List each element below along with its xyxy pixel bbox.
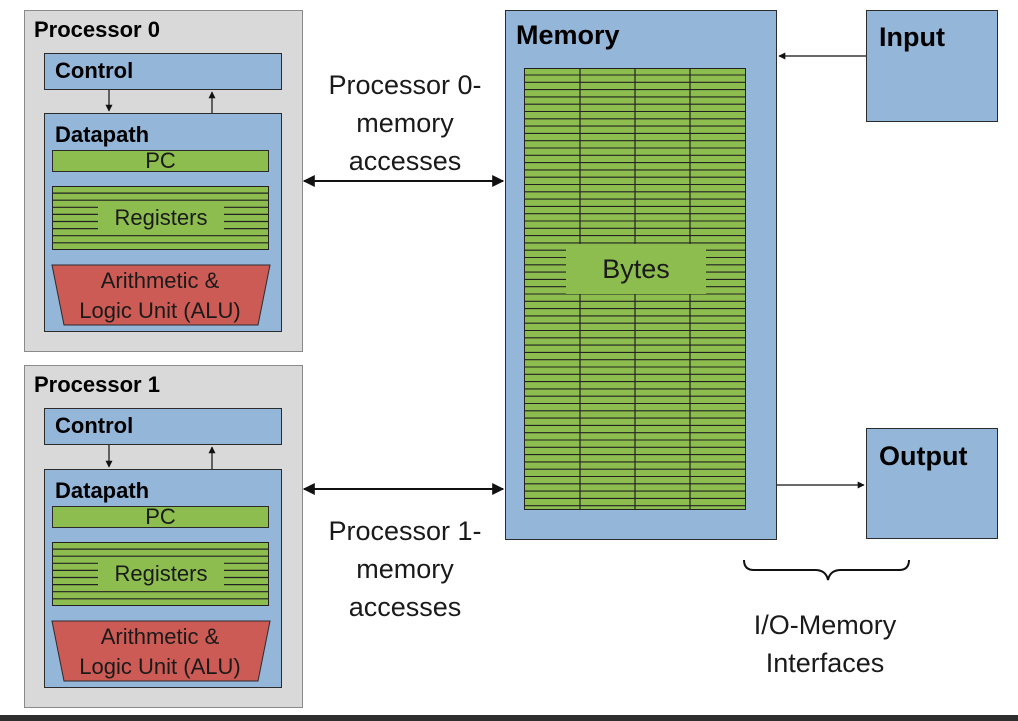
processor-0-alu	[51, 264, 271, 326]
io-memory-interfaces-label: I/O-Memory Interfaces	[700, 606, 950, 682]
memory-byte-array: Bytes	[524, 68, 746, 510]
processor-0-memory-label-line-3: accesses	[348, 146, 462, 176]
input-title: Input	[879, 22, 945, 52]
bottom-bar	[0, 715, 1018, 721]
io-interfaces-brace	[743, 559, 910, 581]
memory-bytes-label-box: Bytes	[566, 244, 706, 294]
processor-1-memory-label-line-3: accesses	[348, 592, 462, 622]
input-device: Input	[866, 10, 998, 122]
processor-1-alu-label-line-2: Logic Unit (ALU)	[79, 654, 240, 679]
memory-bytes-label: Bytes	[602, 253, 670, 284]
processor-0-control-label: Control	[55, 58, 134, 83]
processor-0-alu-label-line-1: Arithmetic &	[101, 268, 220, 293]
processor-0-memory-label-line-1: Processor 0-	[328, 70, 482, 100]
processor-0-registers: Registers	[52, 186, 269, 250]
processor-0-alu-label-line-2: Logic Unit (ALU)	[79, 298, 240, 323]
processor-0-registers-label: Registers	[114, 205, 208, 230]
processor-1-pc-label: PC	[145, 504, 176, 529]
processor-1-control-label: Control	[55, 413, 134, 438]
output-device: Output	[866, 428, 998, 539]
processor-1-registers-label: Registers	[114, 561, 208, 586]
processor-1-memory-label-line-1: Processor 1-	[328, 516, 482, 546]
processor-1-datapath-label: Datapath	[55, 478, 150, 503]
processor-0-pc-label: PC	[145, 148, 176, 173]
processor-0-memory-label-line-2: memory	[356, 108, 454, 138]
processor-1-control: Control	[44, 408, 282, 445]
output-title: Output	[879, 441, 968, 471]
memory-title: Memory	[516, 20, 620, 50]
processor-1-memory-label-line-2: memory	[356, 554, 454, 584]
processor-0-registers-label-box: Registers	[98, 203, 224, 233]
processor-1-alu	[51, 620, 271, 682]
processor-0-pc: PC	[52, 150, 269, 172]
processor-1-alu-label-line-1: Arithmetic &	[101, 624, 220, 649]
processor-0-title: Processor 0	[34, 17, 160, 42]
processor-1-title: Processor 1	[34, 372, 160, 397]
processor-1-registers-label-box: Registers	[98, 559, 224, 589]
processor-0-control: Control	[44, 53, 282, 90]
io-memory-interfaces-line-1: I/O-Memory	[753, 610, 897, 640]
processor-1-registers: Registers	[52, 542, 269, 606]
processor-0-datapath-label: Datapath	[55, 122, 150, 147]
processor-1-pc: PC	[52, 506, 269, 528]
processor-0-memory-label: Processor 0- memory accesses	[305, 66, 505, 180]
io-memory-interfaces-line-2: Interfaces	[765, 648, 885, 678]
memory-byte-grid	[524, 68, 746, 510]
processor-1-memory-label: Processor 1- memory accesses	[305, 512, 505, 626]
